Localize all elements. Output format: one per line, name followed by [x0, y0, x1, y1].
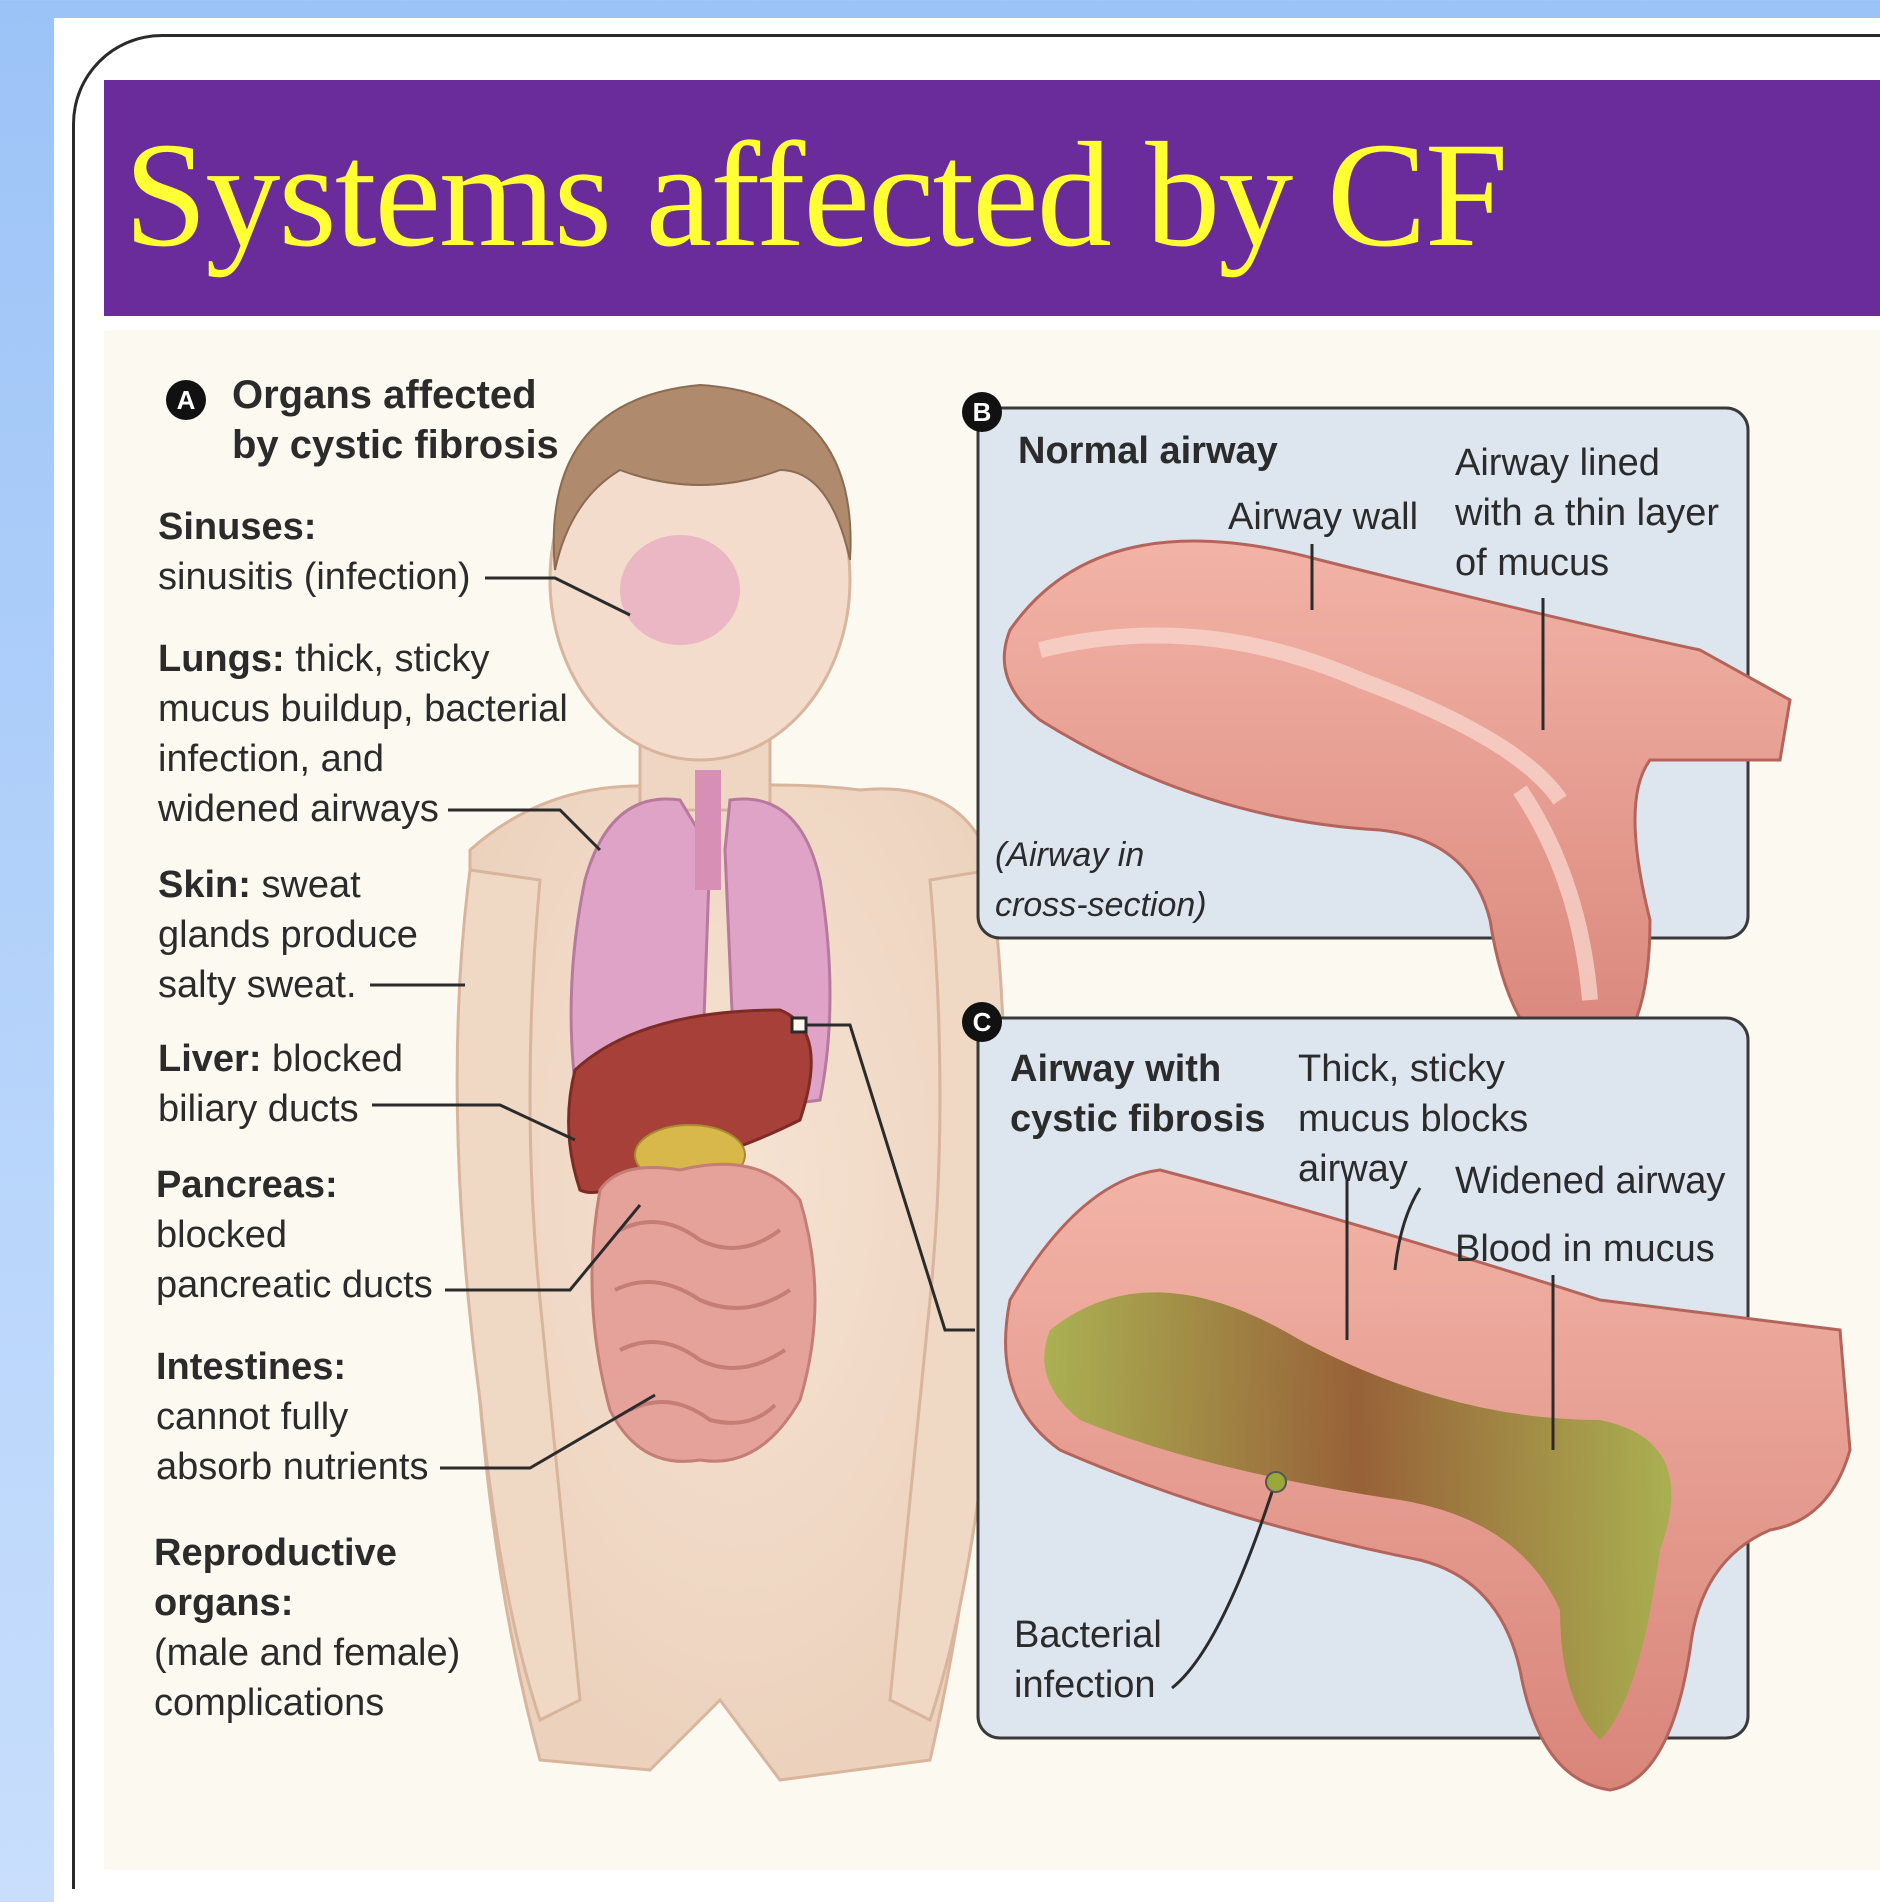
- bacterial-infection-2: infection: [1014, 1660, 1156, 1710]
- badge-c: C: [962, 1002, 1002, 1042]
- skin-desc-1: glands produce: [158, 910, 418, 960]
- skin-name: Skin:: [158, 864, 251, 906]
- panel-a-heading-line1: Organs affected: [232, 370, 537, 420]
- skin-desc-2: salty sweat.: [158, 960, 357, 1010]
- intestines-name: Intestines:: [156, 1342, 346, 1392]
- airway-lined-2: with a thin layer: [1455, 488, 1719, 538]
- airway-lined-1: Airway lined: [1455, 438, 1660, 488]
- thick-mucus-3: airway: [1298, 1144, 1408, 1194]
- liver-label: Liver: blocked: [158, 1034, 403, 1084]
- skin-inline: sweat: [261, 864, 360, 906]
- airway-lined-3: of mucus: [1455, 538, 1609, 588]
- bacteria-spot: [1266, 1472, 1286, 1492]
- cf-airway-heading-1: Airway with: [1010, 1044, 1221, 1094]
- lungs-label: Lungs: thick, sticky: [158, 634, 489, 684]
- liver-desc-1: biliary ducts: [158, 1084, 359, 1134]
- pancreas-desc-1: blocked: [156, 1210, 287, 1260]
- blood-in-mucus-label: Blood in mucus: [1455, 1224, 1715, 1274]
- sinus-shape: [620, 535, 740, 645]
- pancreas-desc-2: pancreatic ducts: [156, 1260, 433, 1310]
- lungs-name: Lungs:: [158, 638, 285, 680]
- lungs-desc-1: mucus buildup, bacterial: [158, 684, 568, 734]
- cross-section-1: (Airway in: [995, 830, 1144, 880]
- reproductive-desc-2: complications: [154, 1678, 384, 1728]
- intestines-desc-1: cannot fully: [156, 1392, 348, 1442]
- badge-b: B: [962, 392, 1002, 432]
- widened-airway-label: Widened airway: [1455, 1156, 1725, 1206]
- cf-airway-heading-2: cystic fibrosis: [1010, 1094, 1266, 1144]
- normal-airway-heading: Normal airway: [1018, 426, 1278, 476]
- sinuses-name: Sinuses:: [158, 502, 316, 552]
- lungs-inline: thick, sticky: [295, 638, 489, 680]
- pancreas-name: Pancreas:: [156, 1160, 338, 1210]
- airway-wall-label: Airway wall: [1228, 492, 1418, 542]
- skin-label: Skin: sweat: [158, 860, 361, 910]
- child-figure: [457, 385, 1005, 1780]
- reproductive-name: Reproductive: [154, 1528, 397, 1578]
- liver-inline: blocked: [272, 1038, 403, 1080]
- thick-mucus-2: mucus blocks: [1298, 1094, 1528, 1144]
- cross-section-2: cross-section): [995, 880, 1207, 930]
- sinuses-desc: sinusitis (infection): [158, 552, 471, 602]
- lungs-desc-2: infection, and: [158, 734, 384, 784]
- thick-mucus-1: Thick, sticky: [1298, 1044, 1505, 1094]
- lungs-desc-3: widened airways: [158, 784, 439, 834]
- liver-name: Liver:: [158, 1038, 261, 1080]
- panel-a-heading-line2: by cystic fibrosis: [232, 420, 559, 470]
- intestines-desc-2: absorb nutrients: [156, 1442, 429, 1492]
- reproductive-name-2: organs:: [154, 1578, 293, 1628]
- badge-a: A: [166, 380, 206, 420]
- reproductive-desc-1: (male and female): [154, 1628, 460, 1678]
- bacterial-infection-1: Bacterial: [1014, 1610, 1162, 1660]
- trachea-shape: [695, 770, 721, 890]
